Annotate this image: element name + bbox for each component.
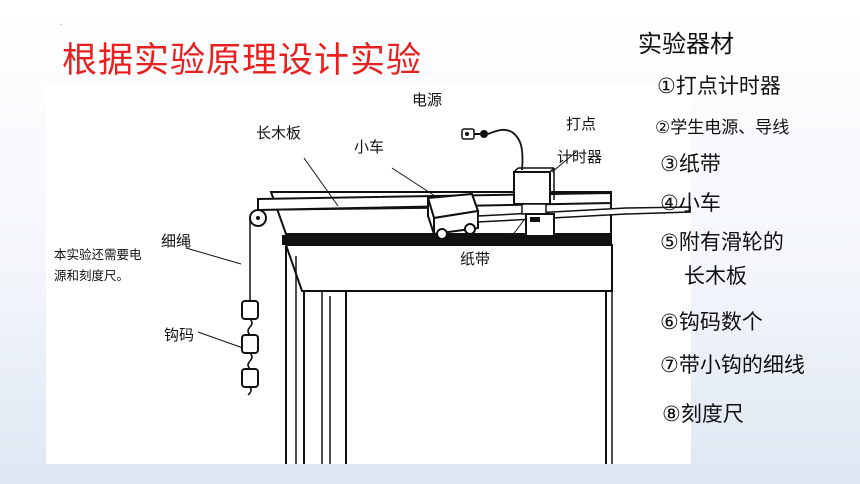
equipment-item: ⑥钩码数个 — [660, 310, 763, 334]
slide-title: 根据实验原理设计实验 — [62, 41, 423, 81]
label-cart: 小车 — [354, 138, 385, 156]
equipment-item: ③纸带 — [660, 152, 721, 176]
label-weights: 钩码 — [164, 326, 195, 344]
equipment-item: ⑤附有滑轮的 — [660, 230, 784, 254]
hook-weights — [241, 300, 259, 396]
corner-mark: . — [60, 18, 63, 27]
experiment-diagram: 本实验还需要电源和刻度尺。 电源 打点 计时器 长木板 小车 细绳 纸带 钩码 — [46, 86, 691, 464]
equipment-item: ⑧刻度尺 — [662, 402, 744, 426]
label-board: 长木板 — [256, 124, 302, 142]
equipment-item: 长木板 — [684, 264, 747, 288]
equipment-heading: 实验器材 — [638, 30, 734, 58]
equipment-item: ①打点计时器 — [657, 74, 781, 98]
equipment-item: ④小车 — [660, 191, 721, 215]
label-timer-line2: 计时器 — [557, 148, 603, 166]
label-rope: 细绳 — [161, 232, 192, 250]
apparatus-drawing — [185, 128, 691, 464]
equipment-item: ②学生电源、导线 — [655, 118, 790, 138]
tick-timer — [513, 167, 555, 237]
black-track — [282, 235, 612, 245]
table-front — [284, 244, 613, 292]
power-plug — [461, 128, 524, 171]
label-tape: 纸带 — [460, 250, 491, 268]
diagram-note: 本实验还需要电源和刻度尺。 — [54, 247, 142, 283]
label-timer-line1: 打点 — [566, 115, 597, 133]
equipment-item: ⑦带小钩的细线 — [660, 353, 805, 377]
rope — [257, 207, 432, 211]
cart — [426, 192, 480, 240]
label-power: 电源 — [412, 91, 443, 109]
